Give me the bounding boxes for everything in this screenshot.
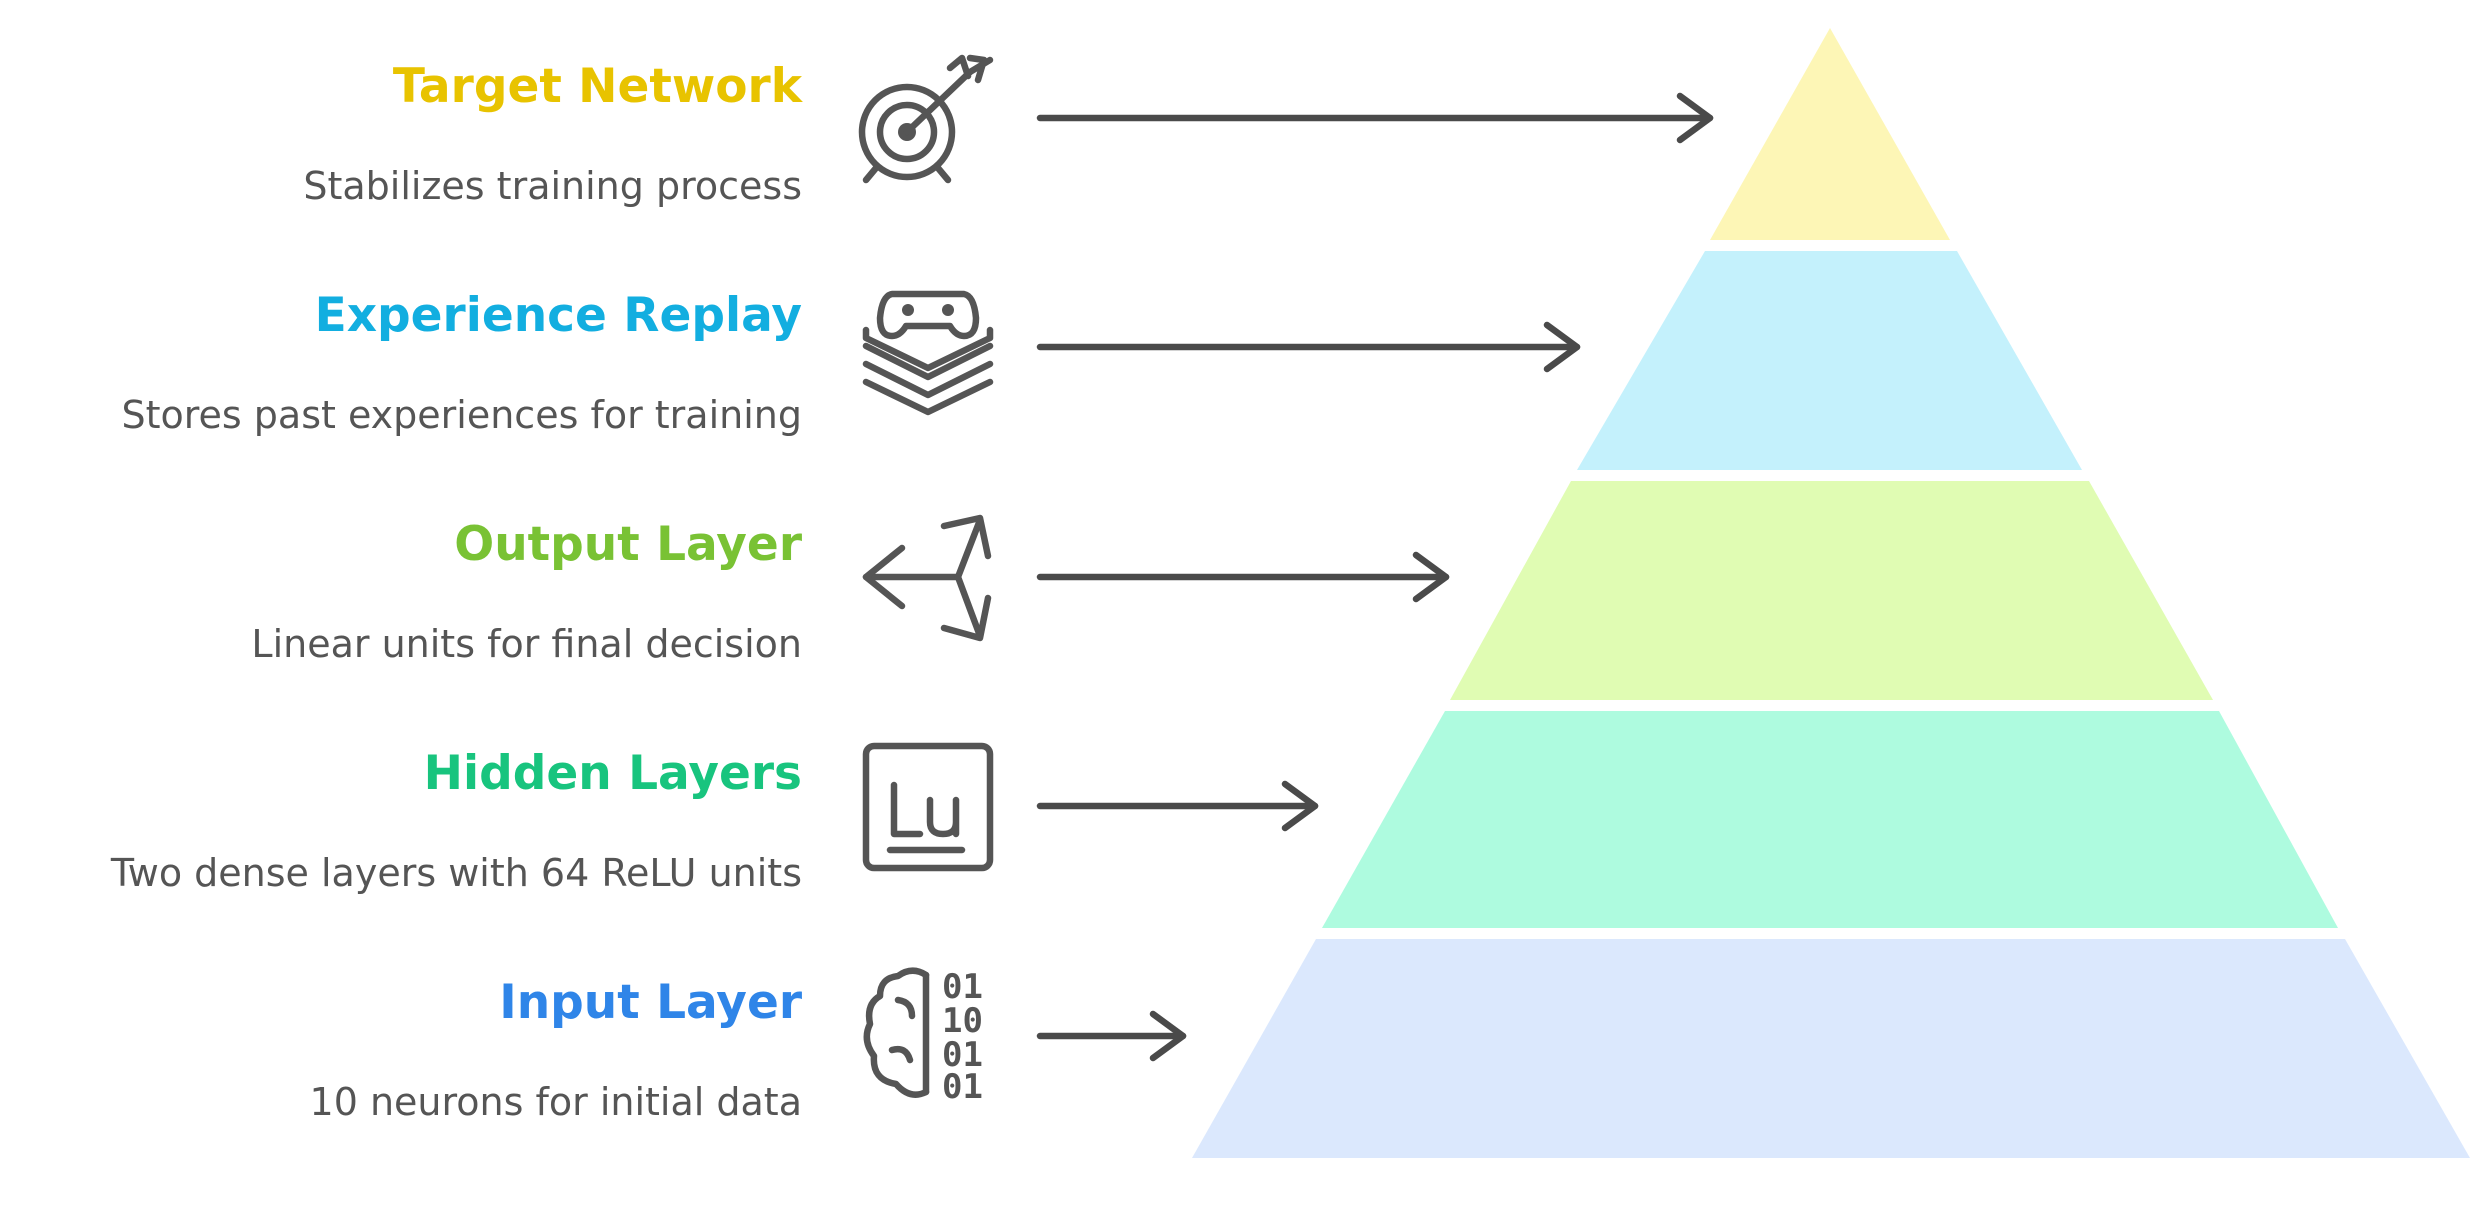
- icons: 01 10 01 01: [858, 54, 994, 1107]
- svg-text:10: 10: [942, 1001, 983, 1041]
- tier-title-input-layer: Input Layer: [499, 975, 803, 1030]
- gamepad-stack-icon: [862, 290, 994, 416]
- svg-text:01: 01: [942, 1035, 983, 1075]
- tier-title-target-network: Target Network: [393, 59, 804, 114]
- pyramid-tier-input-layer: [1192, 939, 2470, 1158]
- arrows: [1036, 92, 1714, 1062]
- tier-title-output-layer: Output Layer: [454, 517, 803, 572]
- tier-description-experience-replay: Stores past experiences for training: [121, 393, 802, 437]
- tier-description-hidden-layers: Two dense layers with 64 ReLU units: [110, 851, 802, 895]
- target-icon: [858, 54, 994, 184]
- arrow-output-layer: [1036, 551, 1450, 603]
- tier-description-target-network: Stabilizes training process: [303, 164, 802, 208]
- pyramid-tier-hidden-layers: [1322, 711, 2338, 928]
- unity-icon: [862, 514, 992, 642]
- svg-text:01: 01: [942, 1067, 983, 1107]
- arrow-experience-replay: [1036, 321, 1581, 373]
- tier-description-output-layer: Linear units for final decision: [251, 622, 802, 666]
- pyramid-tier-output-layer: [1450, 481, 2213, 700]
- arrow-target-network: [1036, 92, 1714, 144]
- tier-title-hidden-layers: Hidden Layers: [424, 746, 802, 801]
- brain-binary-icon: 01 10 01 01: [863, 967, 983, 1107]
- pyramid: [1192, 28, 2470, 1158]
- lutetium-element-icon: [862, 742, 994, 872]
- tier-description-input-layer: 10 neurons for initial data: [310, 1080, 802, 1124]
- pyramid-tier-experience-replay: [1577, 251, 2082, 470]
- pyramid-tier-target-network: [1710, 28, 1950, 240]
- arrow-hidden-layers: [1036, 780, 1319, 832]
- tier-title-experience-replay: Experience Replay: [315, 288, 802, 343]
- labels: Target Network Stabilizes training proce…: [110, 59, 804, 1124]
- svg-text:01: 01: [942, 967, 983, 1007]
- arrow-input-layer: [1036, 1010, 1187, 1062]
